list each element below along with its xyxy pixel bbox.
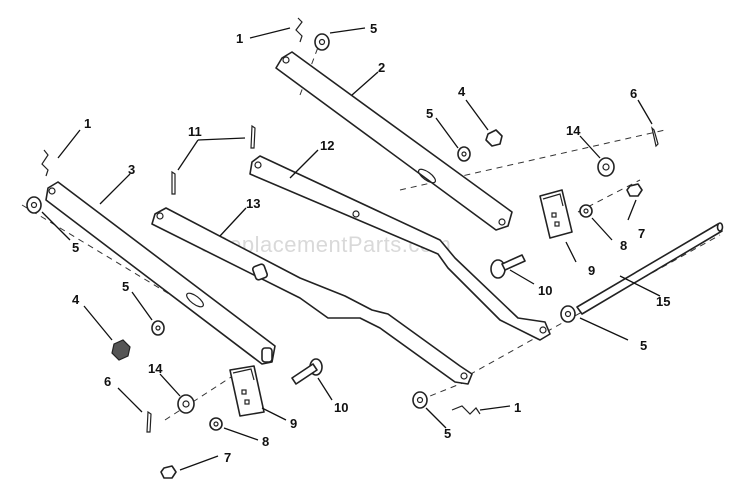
callout-15: 15 xyxy=(656,294,670,309)
washers xyxy=(26,33,615,431)
callout-12: 12 xyxy=(320,138,334,153)
link-bar-3 xyxy=(45,181,276,365)
callout-1-bottom: 1 xyxy=(514,400,521,415)
alignment-lines xyxy=(21,41,721,421)
callout-labels: 1 5 2 4 5 6 14 7 8 9 10 12 11 13 1 3 5 4… xyxy=(72,21,670,465)
adjustment-bar-12 xyxy=(249,155,551,341)
callout-9-left: 9 xyxy=(290,416,297,431)
carriage-bolt-10-right xyxy=(490,254,526,279)
callout-5-left2: 5 xyxy=(122,279,129,294)
callout-3: 3 xyxy=(128,162,135,177)
callout-7-left: 7 xyxy=(224,450,231,465)
bracket-9-left xyxy=(229,365,265,417)
callout-8-left: 8 xyxy=(262,434,269,449)
callout-5-mid: 5 xyxy=(426,106,433,121)
pins-and-clips xyxy=(41,17,659,433)
rod-15 xyxy=(576,222,724,315)
callout-5-top: 5 xyxy=(370,21,377,36)
callout-14-right: 14 xyxy=(566,123,581,138)
callout-5-left: 5 xyxy=(72,240,79,255)
nuts xyxy=(111,129,643,479)
callout-9-right: 9 xyxy=(588,263,595,278)
callout-2: 2 xyxy=(378,60,385,75)
callout-6-left: 6 xyxy=(104,374,111,389)
callout-10-right: 10 xyxy=(538,283,552,298)
callout-4-mid: 4 xyxy=(458,84,466,99)
callout-13: 13 xyxy=(246,196,260,211)
link-bar-2 xyxy=(275,51,513,231)
leader-lines xyxy=(41,27,661,471)
callout-5-bottom: 5 xyxy=(444,426,451,441)
bracket-9-right xyxy=(539,189,573,239)
callout-5-right: 5 xyxy=(640,338,647,353)
callout-10-left: 10 xyxy=(334,400,348,415)
callout-8-right: 8 xyxy=(620,238,627,253)
callout-1-top: 1 xyxy=(236,31,243,46)
callout-14-left: 14 xyxy=(148,361,163,376)
callout-11: 11 xyxy=(188,124,202,139)
callout-1-left: 1 xyxy=(84,116,91,131)
callout-6-right: 6 xyxy=(630,86,637,101)
callout-7-right: 7 xyxy=(638,226,645,241)
lift-bar-13 xyxy=(151,207,473,385)
callout-4-left: 4 xyxy=(72,292,80,307)
carriage-bolt-10-left xyxy=(291,358,323,385)
